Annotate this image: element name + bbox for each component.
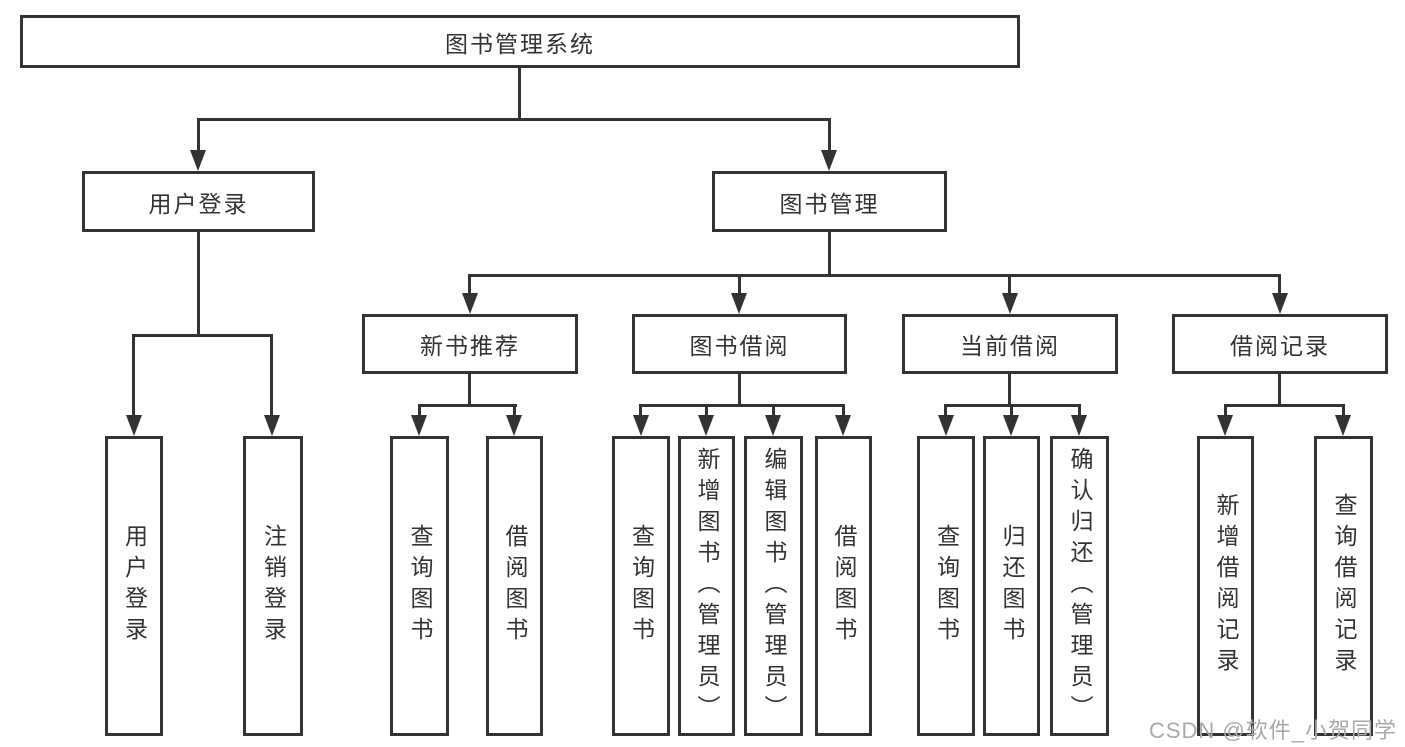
node-user-login-label: 用户登录 bbox=[148, 190, 249, 217]
arrowhead-down-icon bbox=[264, 415, 280, 436]
node-new-book-recommend-label: 新书推荐 bbox=[420, 333, 520, 359]
node-book-borrow: 图书借阅 bbox=[632, 314, 847, 374]
connector-line bbox=[1278, 276, 1281, 296]
leaf-query-book-recommend-label: 查询图书 bbox=[407, 524, 433, 648]
arrowhead-down-icon bbox=[821, 150, 837, 171]
connector-line bbox=[738, 276, 741, 296]
connector-line bbox=[518, 68, 521, 120]
arrowhead-down-icon bbox=[1002, 293, 1018, 314]
leaf-logout: 注销登录 bbox=[243, 436, 303, 736]
leaf-add-borrow-record: 新增借阅记录 bbox=[1197, 436, 1254, 736]
node-book-management-label: 图书管理 bbox=[779, 190, 880, 217]
connector-line bbox=[772, 406, 775, 416]
connector-line bbox=[197, 118, 831, 121]
arrowhead-down-icon bbox=[731, 293, 747, 314]
connector-line bbox=[1008, 374, 1011, 406]
leaf-query-book-borrow-label: 查询图书 bbox=[628, 524, 655, 648]
arrowhead-down-icon bbox=[190, 150, 206, 171]
leaf-borrow-book-recommend: 借阅图书 bbox=[486, 436, 543, 736]
arrowhead-down-icon bbox=[1071, 415, 1087, 436]
leaf-query-book-current-label: 查询图书 bbox=[933, 524, 960, 648]
leaf-confirm-return-admin-label: 确认归还（管理员） bbox=[1067, 446, 1093, 726]
leaf-add-borrow-record-label: 新增借阅记录 bbox=[1213, 493, 1239, 679]
leaf-query-book-recommend: 查询图书 bbox=[390, 436, 449, 736]
arrowhead-down-icon bbox=[1217, 415, 1233, 436]
arrowhead-down-icon bbox=[411, 415, 427, 436]
connector-line bbox=[132, 336, 135, 416]
arrowhead-down-icon bbox=[633, 415, 649, 436]
connector-line bbox=[639, 406, 642, 416]
node-current-borrow: 当前借阅 bbox=[902, 314, 1118, 374]
leaf-query-borrow-record-label: 查询借阅记录 bbox=[1331, 493, 1357, 679]
leaf-query-book-current: 查询图书 bbox=[917, 436, 975, 736]
connector-line bbox=[828, 120, 831, 152]
connector-line bbox=[418, 406, 421, 416]
connector-line bbox=[132, 334, 273, 337]
leaf-borrow-book-label: 借阅图书 bbox=[831, 524, 857, 648]
leaf-add-book-admin: 新增图书（管理员） bbox=[678, 436, 735, 736]
node-book-borrow-label: 图书借阅 bbox=[689, 333, 790, 359]
leaf-borrow-book: 借阅图书 bbox=[815, 436, 872, 736]
connector-line bbox=[705, 406, 708, 416]
connector-line bbox=[468, 274, 1281, 277]
arrowhead-down-icon bbox=[765, 415, 781, 436]
leaf-edit-book-admin: 编辑图书（管理员） bbox=[744, 436, 803, 736]
leaf-edit-book-admin-label: 编辑图书（管理员） bbox=[761, 446, 787, 726]
connector-line bbox=[1078, 406, 1081, 416]
leaf-return-book-label: 归还图书 bbox=[999, 524, 1025, 648]
connector-line bbox=[197, 120, 200, 152]
connector-line bbox=[1008, 276, 1011, 296]
connector-line bbox=[1342, 406, 1345, 416]
connector-line bbox=[842, 406, 845, 416]
connector-line bbox=[418, 404, 517, 407]
leaf-user-login: 用户登录 bbox=[105, 436, 163, 736]
connector-line bbox=[1224, 404, 1345, 407]
leaf-confirm-return-admin: 确认归还（管理员） bbox=[1050, 436, 1109, 736]
leaf-query-book-borrow: 查询图书 bbox=[612, 436, 670, 736]
node-borrow-record-label: 借阅记录 bbox=[1230, 333, 1330, 359]
connector-line bbox=[944, 406, 947, 416]
node-borrow-record: 借阅记录 bbox=[1172, 314, 1388, 374]
connector-line bbox=[1278, 374, 1281, 406]
connector-line bbox=[270, 336, 273, 416]
node-book-management: 图书管理 bbox=[712, 171, 947, 232]
arrowhead-down-icon bbox=[506, 415, 522, 436]
arrowhead-down-icon bbox=[1335, 415, 1351, 436]
csdn-watermark: CSDN @软件_小贺同学 bbox=[1148, 718, 1397, 743]
arrowhead-down-icon bbox=[1003, 415, 1019, 436]
leaf-borrow-book-recommend-label: 借阅图书 bbox=[502, 524, 528, 648]
arrowhead-down-icon bbox=[462, 293, 478, 314]
connector-line bbox=[1224, 406, 1227, 416]
node-user-login: 用户登录 bbox=[82, 171, 315, 232]
leaf-user-login-label: 用户登录 bbox=[121, 524, 148, 648]
arrowhead-down-icon bbox=[938, 415, 954, 436]
connector-line bbox=[944, 404, 1081, 407]
node-new-book-recommend: 新书推荐 bbox=[362, 314, 578, 374]
arrowhead-down-icon bbox=[835, 415, 851, 436]
arrowhead-down-icon bbox=[1272, 293, 1288, 314]
connector-line bbox=[639, 404, 845, 407]
leaf-query-borrow-record: 查询借阅记录 bbox=[1314, 436, 1373, 736]
arrowhead-down-icon bbox=[126, 415, 142, 436]
arrowhead-down-icon bbox=[698, 415, 714, 436]
connector-line bbox=[738, 374, 741, 406]
leaf-add-book-admin-label: 新增图书（管理员） bbox=[694, 446, 720, 726]
connector-line bbox=[828, 232, 831, 276]
connector-line bbox=[197, 232, 200, 336]
connector-line bbox=[468, 276, 471, 296]
leaf-return-book: 归还图书 bbox=[983, 436, 1040, 736]
node-root-label: 图书管理系统 bbox=[445, 30, 595, 57]
node-root-system: 图书管理系统 bbox=[20, 15, 1020, 68]
node-current-borrow-label: 当前借阅 bbox=[960, 333, 1060, 359]
connector-line bbox=[468, 374, 471, 406]
connector-line bbox=[1010, 406, 1013, 416]
connector-line bbox=[513, 406, 516, 416]
leaf-logout-label: 注销登录 bbox=[260, 524, 287, 648]
